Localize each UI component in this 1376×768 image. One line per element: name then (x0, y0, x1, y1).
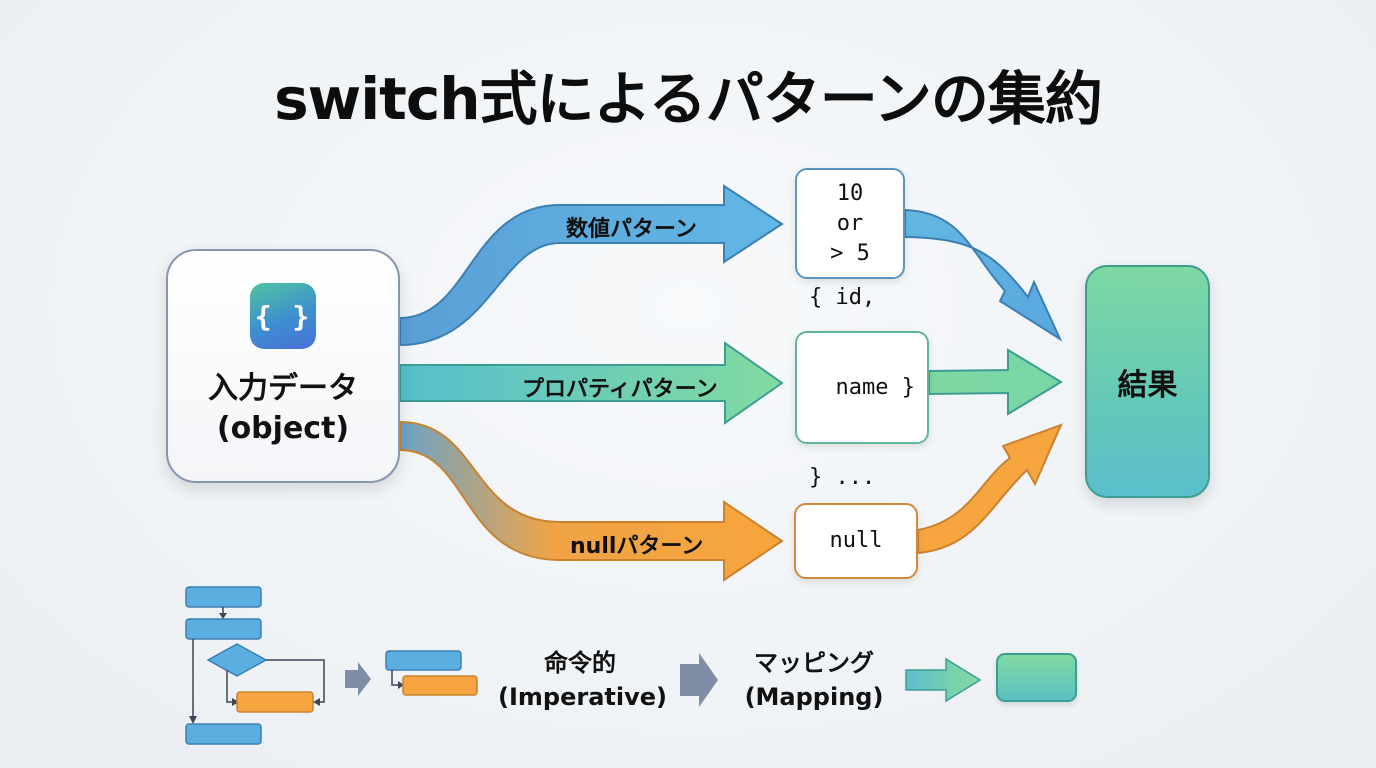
flow-action (236, 691, 314, 713)
numeric-case-line: > 5 (830, 240, 870, 266)
imperative-flowchart (185, 586, 325, 745)
flow-step-end (185, 723, 262, 745)
property-to-result-arrow (928, 348, 1063, 416)
numeric-case-box: 10 or > 5 (795, 168, 905, 279)
null-to-result-arrow (917, 423, 1063, 555)
property-pattern-label: プロパティパターン (522, 377, 718, 402)
result-box: 結果 (1085, 265, 1210, 498)
numeric-case-line: or (836, 210, 864, 236)
transition-arrow-gray (680, 653, 718, 707)
null-pattern-arrow (399, 420, 784, 582)
null-pattern-label: nullパターン (570, 534, 704, 559)
result-label: 結果 (1117, 367, 1178, 403)
numeric-to-result-arrow (904, 208, 1063, 342)
numeric-pattern-label: 数値パターン (566, 217, 697, 242)
imperative-label-jp: 命令的 (544, 649, 616, 677)
numeric-case-line: 10 (836, 180, 864, 206)
property-case-line: } ... (809, 464, 876, 490)
mini-result-box (996, 653, 1077, 702)
flow-step-1 (185, 586, 262, 608)
curly-braces-icon: { } (250, 283, 316, 349)
flow-step-2 (185, 618, 262, 640)
mapping-mini-diagram (385, 650, 478, 696)
transition-arrow-small (345, 662, 371, 696)
mapping-label-en: (Mapping) (744, 683, 884, 711)
numeric-pattern-arrow (399, 184, 784, 347)
input-label-main: 入力データ (208, 371, 358, 406)
property-case-line: name } (809, 374, 915, 400)
flow-decision (206, 643, 268, 677)
imperative-label: 命令的 (Imperative) (498, 646, 667, 714)
transition-arrow-green (905, 657, 982, 703)
input-label-type: (object) (216, 411, 350, 446)
imperative-label-en: (Imperative) (498, 683, 667, 711)
null-case-line: null (829, 528, 883, 553)
mapping-label: マッピング (Mapping) (732, 646, 896, 714)
mapping-label-jp: マッピング (754, 649, 874, 677)
property-case-line: { id, (809, 284, 876, 310)
property-pattern-arrow (399, 341, 784, 425)
input-data-box: { } 入力データ (object) (166, 249, 400, 483)
page-title: switch式によるパターンの集約 (274, 65, 1103, 133)
property-case-box: { id, name } } ... (795, 285, 929, 490)
null-case-box: null (794, 503, 918, 579)
